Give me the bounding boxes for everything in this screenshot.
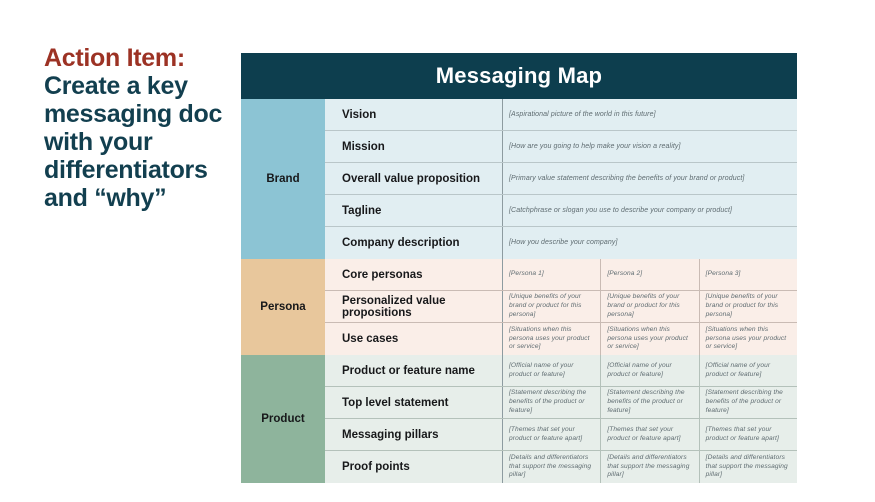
cell-core-personas-2[interactable]: [Persona 2] bbox=[601, 259, 700, 290]
category-label-brand: Brand bbox=[241, 99, 325, 259]
row-label-company-description: Company description bbox=[325, 227, 503, 259]
cell-vision-1[interactable]: [Aspirational picture of the world in th… bbox=[509, 110, 656, 118]
cell-proof-points-3[interactable]: [Details and differentiators that suppor… bbox=[705, 453, 788, 479]
action-item-lead: Action Item: bbox=[44, 44, 185, 72]
cell-core-personas-1[interactable]: [Persona 1] bbox=[503, 259, 602, 290]
cell-product-or-feature-name-3[interactable]: [Official name of your product or featur… bbox=[705, 361, 771, 378]
cell-personalized-value-propositions-2[interactable]: [Unique benefits of your brand or produc… bbox=[601, 291, 700, 322]
table-row: Tagline [Catchphrase or slogan you use to… bbox=[325, 195, 797, 227]
table-row: Mission [How are you going to help make y… bbox=[325, 131, 797, 163]
cell-company-description-1[interactable]: [How you describe your company] bbox=[509, 239, 618, 247]
cell-top-level-statement-3[interactable]: [Statement describing the benefits of th… bbox=[705, 389, 783, 414]
table-row: Top level statement[Statement describing… bbox=[325, 387, 797, 419]
row-label-vision: Vision bbox=[325, 99, 503, 130]
cell-use-cases-2[interactable]: [Situations when this persona uses your … bbox=[601, 323, 700, 355]
rows-wrapper-product: Product or feature name[Official name of… bbox=[325, 355, 797, 483]
cell-overall-value-proposition-1[interactable]: [Primary value statement describing the … bbox=[509, 174, 745, 182]
row-label-personalized-value-propositions: Personalized value propositions bbox=[325, 291, 503, 322]
table-row: Messaging pillars[Themes that set your p… bbox=[325, 419, 797, 451]
cell-messaging-pillars-1[interactable]: [Themes that set your product or feature… bbox=[503, 419, 602, 450]
action-item-body: Create a key messaging doc with your dif… bbox=[44, 72, 223, 212]
table-row: Company description [How you describe you… bbox=[325, 227, 797, 259]
row-label-overall-value-proposition: Overall value proposition bbox=[325, 163, 503, 194]
cell-messaging-pillars-2[interactable]: [Themes that set your product or feature… bbox=[601, 419, 700, 450]
table-row: Product or feature name[Official name of… bbox=[325, 355, 797, 387]
table-row: Personalized value propositions[Unique b… bbox=[325, 291, 797, 323]
messaging-map-title-bar: Messaging Map bbox=[241, 53, 797, 99]
table-row: Proof points[Details and differentiators… bbox=[325, 451, 797, 483]
action-item-heading: Action Item: Create a key messaging doc … bbox=[44, 44, 229, 212]
cell-top-level-statement-1[interactable]: [Statement describing the benefits of th… bbox=[503, 387, 602, 418]
row-label-use-cases: Use cases bbox=[325, 323, 503, 355]
cell-proof-points-2[interactable]: [Details and differentiators that suppor… bbox=[601, 451, 700, 483]
cell-proof-points-1[interactable]: [Details and differentiators that suppor… bbox=[503, 451, 602, 483]
row-label-product-or-feature-name: Product or feature name bbox=[325, 355, 503, 386]
cell-personalized-value-propositions-1[interactable]: [Unique benefits of your brand or produc… bbox=[503, 291, 602, 322]
category-label-persona: Persona bbox=[241, 259, 325, 355]
rows-wrapper-persona: Core personas[Persona 1][Persona 2] [Pers… bbox=[325, 259, 797, 355]
cell-use-cases-1[interactable]: [Situations when this persona uses your … bbox=[503, 323, 602, 355]
table-row: Vision [Aspirational picture of the world… bbox=[325, 99, 797, 131]
row-label-core-personas: Core personas bbox=[325, 259, 503, 290]
table-row: Core personas[Persona 1][Persona 2] [Pers… bbox=[325, 259, 797, 291]
cell-messaging-pillars-3[interactable]: [Themes that set your product or feature… bbox=[705, 425, 779, 442]
category-label-product: Product bbox=[241, 355, 325, 483]
cell-top-level-statement-2[interactable]: [Statement describing the benefits of th… bbox=[601, 387, 700, 418]
cell-mission-1[interactable]: [How are you going to help make your vis… bbox=[509, 142, 681, 150]
cell-core-personas-3[interactable]: [Persona 3] bbox=[705, 270, 741, 278]
cell-use-cases-3[interactable]: [Situations when this persona uses your … bbox=[705, 325, 787, 351]
row-label-messaging-pillars: Messaging pillars bbox=[325, 419, 503, 450]
cell-product-or-feature-name-2[interactable]: [Official name of your product or featur… bbox=[601, 355, 700, 386]
row-label-mission: Mission bbox=[325, 131, 503, 162]
row-label-top-level-statement: Top level statement bbox=[325, 387, 503, 418]
messaging-map-title: Messaging Map bbox=[435, 63, 603, 88]
cell-tagline-1[interactable]: [Catchphrase or slogan you use to descri… bbox=[509, 206, 733, 214]
row-label-proof-points: Proof points bbox=[325, 451, 503, 483]
row-label-tagline: Tagline bbox=[325, 195, 503, 226]
cell-personalized-value-propositions-3[interactable]: [Unique benefits of your brand or produc… bbox=[705, 293, 779, 318]
rows-wrapper-brand: Vision [Aspirational picture of the world… bbox=[325, 99, 797, 259]
cell-product-or-feature-name-1[interactable]: [Official name of your product or featur… bbox=[503, 355, 602, 386]
table-row: Overall value proposition [Primary value … bbox=[325, 163, 797, 195]
table-row: Use cases[Situations when this persona u… bbox=[325, 323, 797, 355]
